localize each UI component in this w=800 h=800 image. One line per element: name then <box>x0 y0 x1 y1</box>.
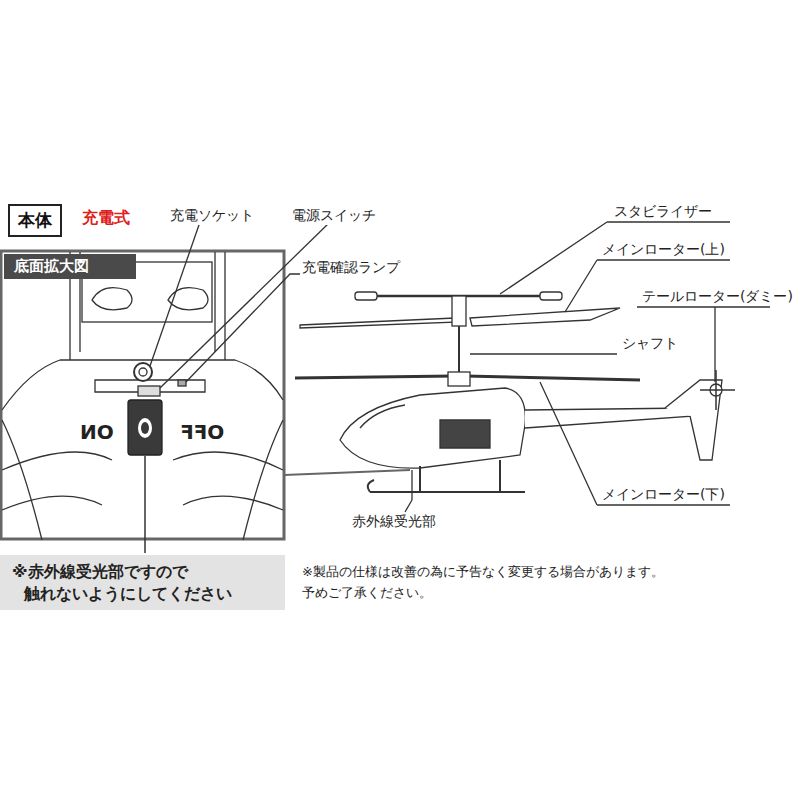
part-label: 赤外線受光部 <box>350 513 438 531</box>
zoom-frame <box>1 251 284 539</box>
charge-type: 充電式 <box>80 208 132 228</box>
bottom-view <box>2 252 283 540</box>
part-label: シャフト <box>620 335 680 353</box>
warning-band: ※赤外線受光部ですので 触れないようにしてください <box>0 555 285 610</box>
part-label: 充電ソケット <box>168 207 256 225</box>
node-text: 底面拡大図 <box>14 257 126 276</box>
title-box: 本体 <box>8 204 62 237</box>
part-label: スタビライザー <box>612 203 714 221</box>
zoom-band: 底面拡大図 <box>4 254 136 279</box>
part-label: 充電確認ランプ <box>300 259 402 277</box>
node-text: ※赤外線受光部ですので 触れないようにしてください <box>24 561 273 604</box>
part-label: メインローター(上) <box>600 241 727 259</box>
note: ※製品の仕様は改善の為に予告なく変更する場合があります。 予めご了承ください。 <box>300 562 724 604</box>
switch-marking: OFF <box>178 420 226 445</box>
part-label: テールローター(ダミー) <box>640 288 795 306</box>
part-label: 電源スイッチ <box>290 207 378 225</box>
part-label: メインローター(下) <box>600 486 727 504</box>
switch-marking: ON <box>78 420 116 445</box>
helicopter-body <box>295 292 735 500</box>
node-text: 本体 <box>18 209 52 232</box>
